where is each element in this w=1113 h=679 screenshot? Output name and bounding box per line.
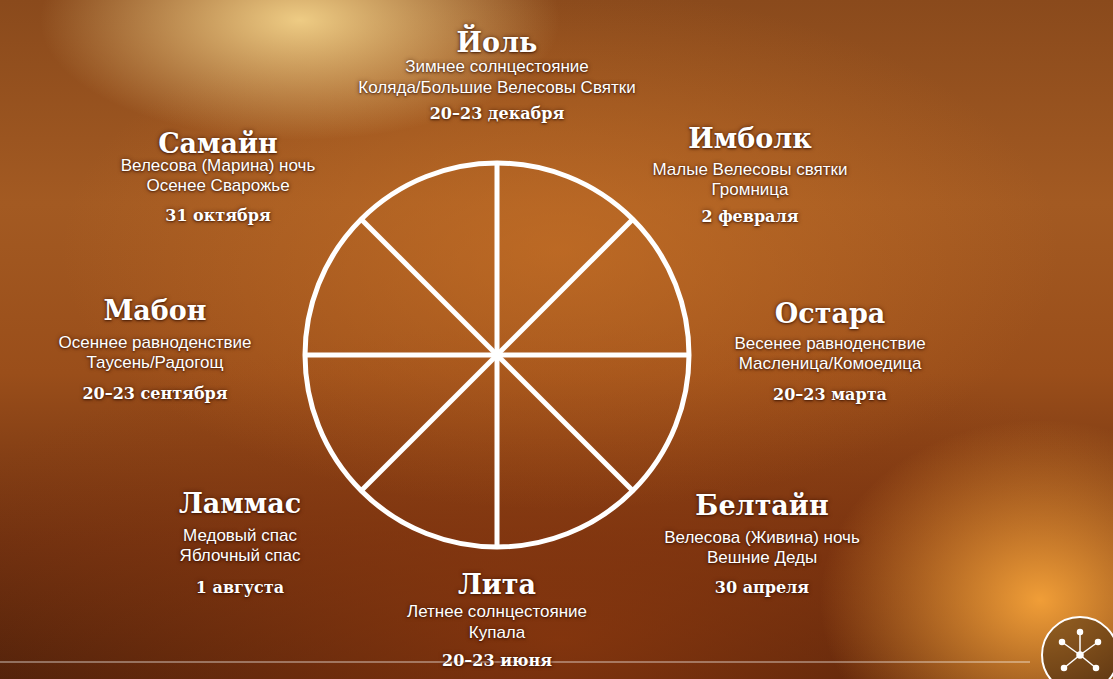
festival-date: 30 апреля (715, 578, 809, 597)
festival-name: Самайн (158, 128, 278, 159)
festival-note: Вешние Деды (707, 548, 817, 568)
festival-date: 1 августа (196, 578, 284, 597)
festival-note: Летнее солнцестояние (407, 602, 587, 622)
festival-note: Яблочный спас (180, 546, 301, 566)
festival-name: Ламмас (179, 488, 301, 519)
festival-date: 31 октября (165, 206, 270, 225)
festival-name: Белтайн (695, 490, 828, 521)
festival-name: Имболк (688, 123, 812, 154)
festival-date: 20–23 июня (442, 651, 552, 670)
festival-note: Велесова (Марина) ночь (121, 156, 316, 176)
logo-icon (1042, 617, 1113, 679)
festival-note: Коляда/Большие Велесовы Святки (358, 78, 635, 98)
festival-note: Громница (712, 180, 789, 200)
festival-note: Купала (469, 623, 525, 643)
festival-note: Осеннее равноденствие (58, 333, 251, 353)
festival-date: 20–23 сентября (82, 384, 227, 403)
festival-note: Осенее Сварожье (146, 176, 289, 196)
festival-name: Мабон (103, 295, 206, 326)
festival-note: Зимнее солнцестояние (405, 57, 589, 77)
festival-date: 20–23 декабря (430, 104, 565, 123)
festival-date: 2 февраля (701, 207, 798, 226)
festival-name: Йоль (457, 27, 538, 58)
festival-name: Лита (458, 569, 536, 600)
festival-note: Малые Велесовы святки (652, 160, 847, 180)
festival-note: Велесова (Живина) ночь (664, 528, 860, 548)
festival-note: Масленица/Комоедица (739, 354, 922, 374)
wheel (305, 163, 689, 547)
festival-name: Остара (775, 298, 886, 329)
festival-note: Таусень/Радогощ (87, 353, 224, 373)
festival-date: 20–23 марта (773, 385, 887, 404)
festival-note: Весенее равноденствие (734, 334, 925, 354)
festival-note: Медовый спас (183, 526, 297, 546)
